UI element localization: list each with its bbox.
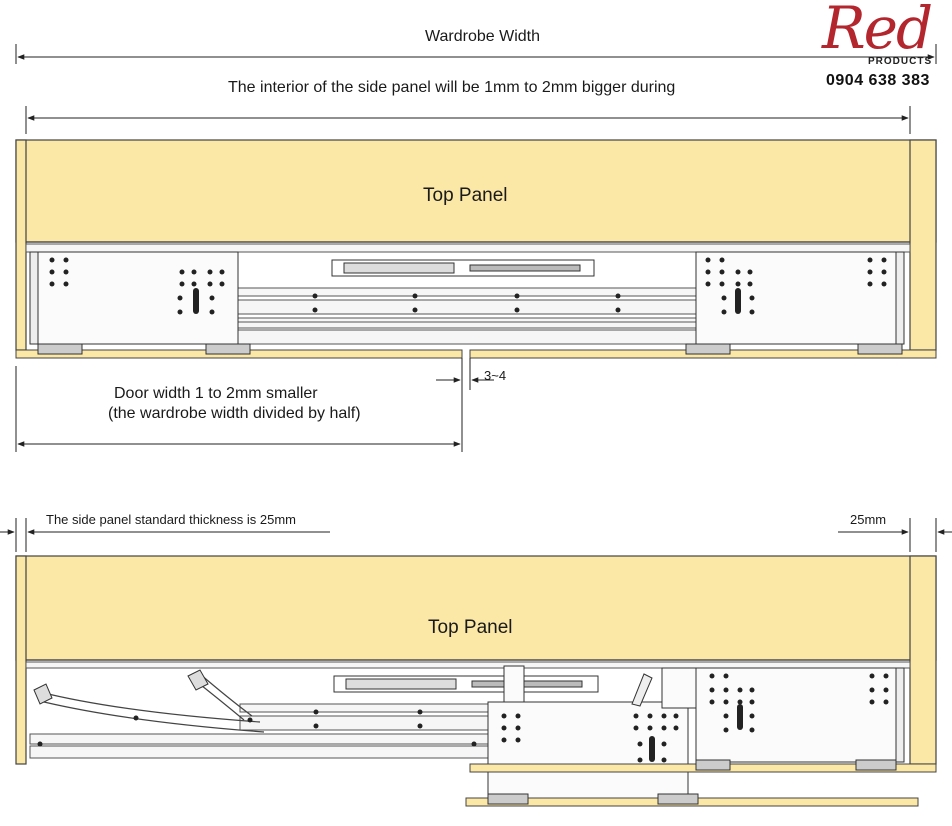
soft-close-damper-1: [331, 259, 595, 277]
brand-phone: 0904 638 383: [826, 72, 930, 89]
top-panel-label-2: Top Panel: [428, 617, 513, 638]
soft-close-damper-2: [333, 675, 599, 693]
curved-guide-arms-2: [39, 673, 265, 733]
top-panel-2: [15, 555, 937, 765]
wardrobe-width-dimension: [15, 44, 937, 64]
door-rollers-1: [37, 343, 903, 355]
right-hanger-2: [695, 667, 905, 763]
side-thickness-label: The side panel standard thickness is 25m…: [46, 512, 297, 527]
doors-1: [15, 349, 937, 359]
door-width-label-1: Door width 1 to 2mm smaller: [114, 385, 318, 402]
brand-logo: Red: [822, 0, 933, 62]
side-thickness-dimension: [0, 518, 330, 552]
right-thickness-dimension: [838, 518, 952, 552]
right-hanger-1: [695, 251, 905, 345]
brand-logo-sub: PRODUCTS: [868, 56, 933, 67]
track-2: [25, 661, 911, 759]
thickness-right-label: 25mm: [850, 512, 887, 527]
interior-width-dimension: [25, 106, 911, 134]
left-hanger-1: [29, 251, 239, 345]
door-width-dimension: [15, 358, 463, 452]
gap-label: 3~4: [484, 368, 507, 383]
door-rollers-2: [487, 759, 897, 805]
gap-dimension: [436, 358, 494, 390]
rail-holes-1: [312, 293, 621, 313]
top-panel-label-1: Top Panel: [423, 185, 508, 206]
interior-note-label: The interior of the side panel will be 1…: [228, 79, 676, 96]
door-width-label-2: (the wardrobe width divided by half): [108, 405, 361, 422]
wardrobe-width-label: Wardrobe Width: [425, 28, 540, 45]
top-panel-1: [15, 139, 937, 351]
roller-heads-2: [33, 669, 209, 705]
